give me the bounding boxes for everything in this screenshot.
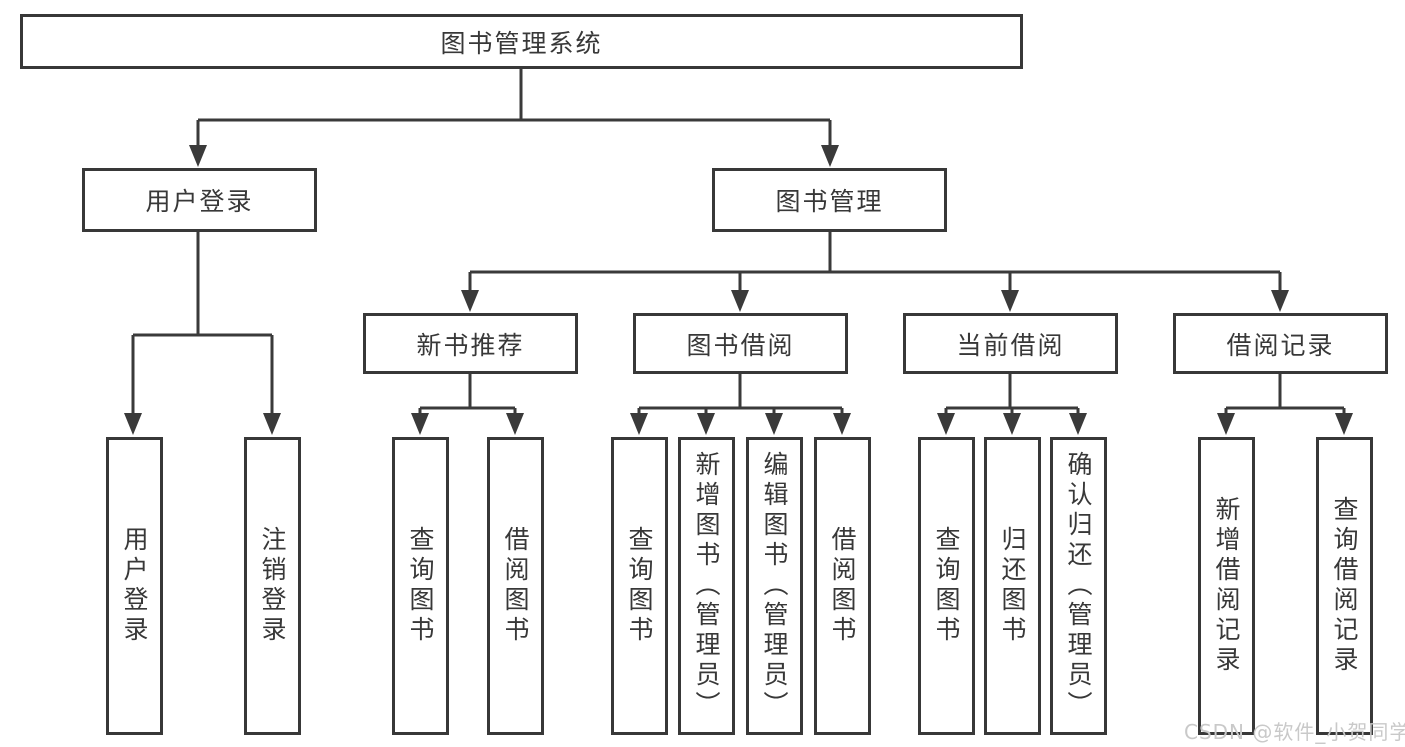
leaf-borrow-books-recommend: 借阅图书 xyxy=(487,437,544,735)
leaf-edit-books-admin: 编辑图书（管理员） xyxy=(746,437,803,735)
leaf-query-books-current: 查询图书 xyxy=(918,437,975,735)
leaf-query-borrow-record: 查询借阅记录 xyxy=(1316,437,1373,735)
leaf-query-books-recommend: 查询图书 xyxy=(392,437,449,735)
node-label: 图书管理系统 xyxy=(440,28,603,58)
leaf-add-books-admin: 新增图书（管理员） xyxy=(678,437,735,735)
node-label: 查询图书 xyxy=(406,526,435,646)
node-book-management: 图书管理 xyxy=(712,168,947,232)
leaf-borrow-books: 借阅图书 xyxy=(814,437,871,735)
node-label: 查询图书 xyxy=(932,526,961,646)
node-label: 当前借阅 xyxy=(956,330,1065,360)
node-label: 查询图书 xyxy=(625,526,654,646)
leaf-user-login: 用户登录 xyxy=(106,437,163,735)
node-borrowing-records: 借阅记录 xyxy=(1173,313,1388,374)
node-label: 借阅记录 xyxy=(1226,330,1335,360)
node-label: 图书借阅 xyxy=(686,330,795,360)
leaf-return-books: 归还图书 xyxy=(984,437,1041,735)
node-label: 借阅图书 xyxy=(501,526,530,646)
node-current-borrowing: 当前借阅 xyxy=(903,313,1118,374)
node-label: 查询借阅记录 xyxy=(1330,496,1359,676)
node-label: 用户登录 xyxy=(120,526,149,646)
node-label: 注销登录 xyxy=(258,526,287,646)
node-label: 编辑图书（管理员） xyxy=(760,451,789,721)
node-user-login: 用户登录 xyxy=(82,168,317,232)
node-label: 用户登录 xyxy=(145,187,254,216)
node-label: 图书管理 xyxy=(775,187,884,216)
leaf-confirm-return-admin: 确认归还（管理员） xyxy=(1050,437,1107,735)
node-library-management-system: 图书管理系统 xyxy=(20,14,1023,69)
node-new-book-recommendation: 新书推荐 xyxy=(363,313,578,374)
node-label: 新增借阅记录 xyxy=(1212,496,1241,676)
node-label: 新书推荐 xyxy=(416,330,525,360)
leaf-logout-login: 注销登录 xyxy=(244,437,301,735)
node-book-borrowing: 图书借阅 xyxy=(633,313,848,374)
node-label: 确认归还（管理员） xyxy=(1064,451,1093,721)
node-label: 归还图书 xyxy=(998,526,1027,646)
leaf-query-books-borrowing: 查询图书 xyxy=(611,437,668,735)
node-label: 新增图书（管理员） xyxy=(692,451,721,721)
leaf-add-borrow-record: 新增借阅记录 xyxy=(1198,437,1255,735)
node-label: 借阅图书 xyxy=(828,526,857,646)
